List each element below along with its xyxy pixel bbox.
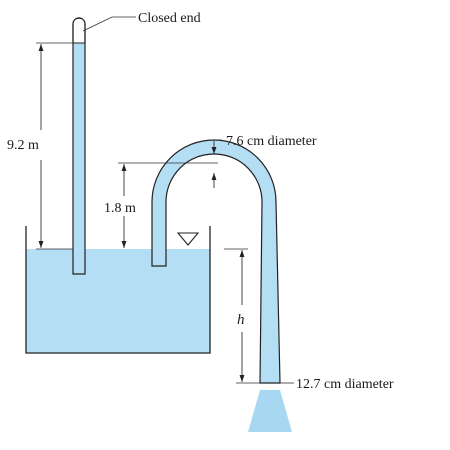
label-7.6cm-diameter: 7.6 cm diameter (226, 134, 317, 149)
manometer-vapor-space (73, 19, 85, 43)
tank-water (26, 249, 210, 353)
label-12.7cm-diameter: 12.7 cm diameter (296, 377, 394, 392)
manometer-tube (72, 17, 86, 275)
label-9.2m: 9.2 m (7, 138, 39, 153)
exit-jet (248, 390, 292, 432)
free-surface-symbol (176, 232, 200, 246)
label-h: h (237, 312, 245, 328)
tank-outline (25, 226, 211, 354)
leader-closed-end (82, 16, 136, 32)
label-closed-end: Closed end (138, 11, 201, 26)
label-1.8m: 1.8 m (104, 201, 136, 216)
